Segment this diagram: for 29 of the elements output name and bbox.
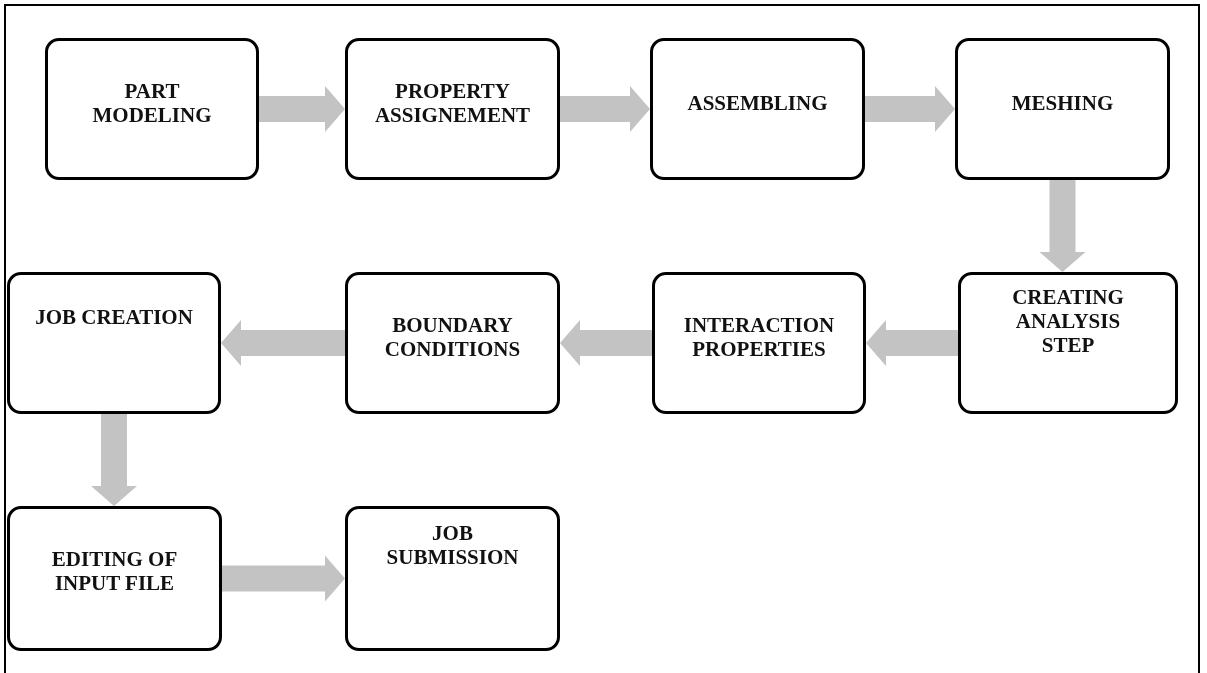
process-box	[45, 38, 259, 180]
block-arrow	[865, 86, 955, 132]
process-box	[345, 38, 560, 180]
process-box	[345, 506, 560, 651]
step-label: ASSEMBLING	[687, 91, 828, 115]
block-arrow	[866, 320, 958, 366]
process-box	[7, 272, 221, 414]
block-arrow	[222, 555, 345, 602]
step-label: BOUNDARY CONDITIONS	[383, 313, 522, 361]
step-label: INTERACTION PROPERTIES	[682, 313, 836, 361]
process-box	[958, 272, 1178, 414]
block-arrow	[1039, 180, 1086, 272]
process-box	[345, 272, 560, 414]
block-arrow	[221, 320, 345, 366]
block-arrow	[259, 86, 345, 132]
block-arrow	[560, 320, 652, 366]
step-label: CREATING ANALYSIS STEP	[1011, 285, 1125, 357]
process-box	[955, 38, 1170, 180]
block-arrow	[560, 86, 650, 132]
process-box	[652, 272, 866, 414]
step-label: JOB CREATION	[35, 305, 193, 329]
step-label: JOB SUBMISSION	[385, 521, 520, 569]
process-box	[650, 38, 865, 180]
process-box	[7, 506, 222, 651]
step-label: MESHING	[1011, 91, 1114, 115]
step-label: PART MODELING	[91, 79, 213, 127]
step-label: EDITING OF INPUT FILE	[50, 547, 179, 595]
block-arrow	[91, 414, 137, 506]
step-label: PROPERTY ASSIGNEMENT	[373, 79, 532, 127]
